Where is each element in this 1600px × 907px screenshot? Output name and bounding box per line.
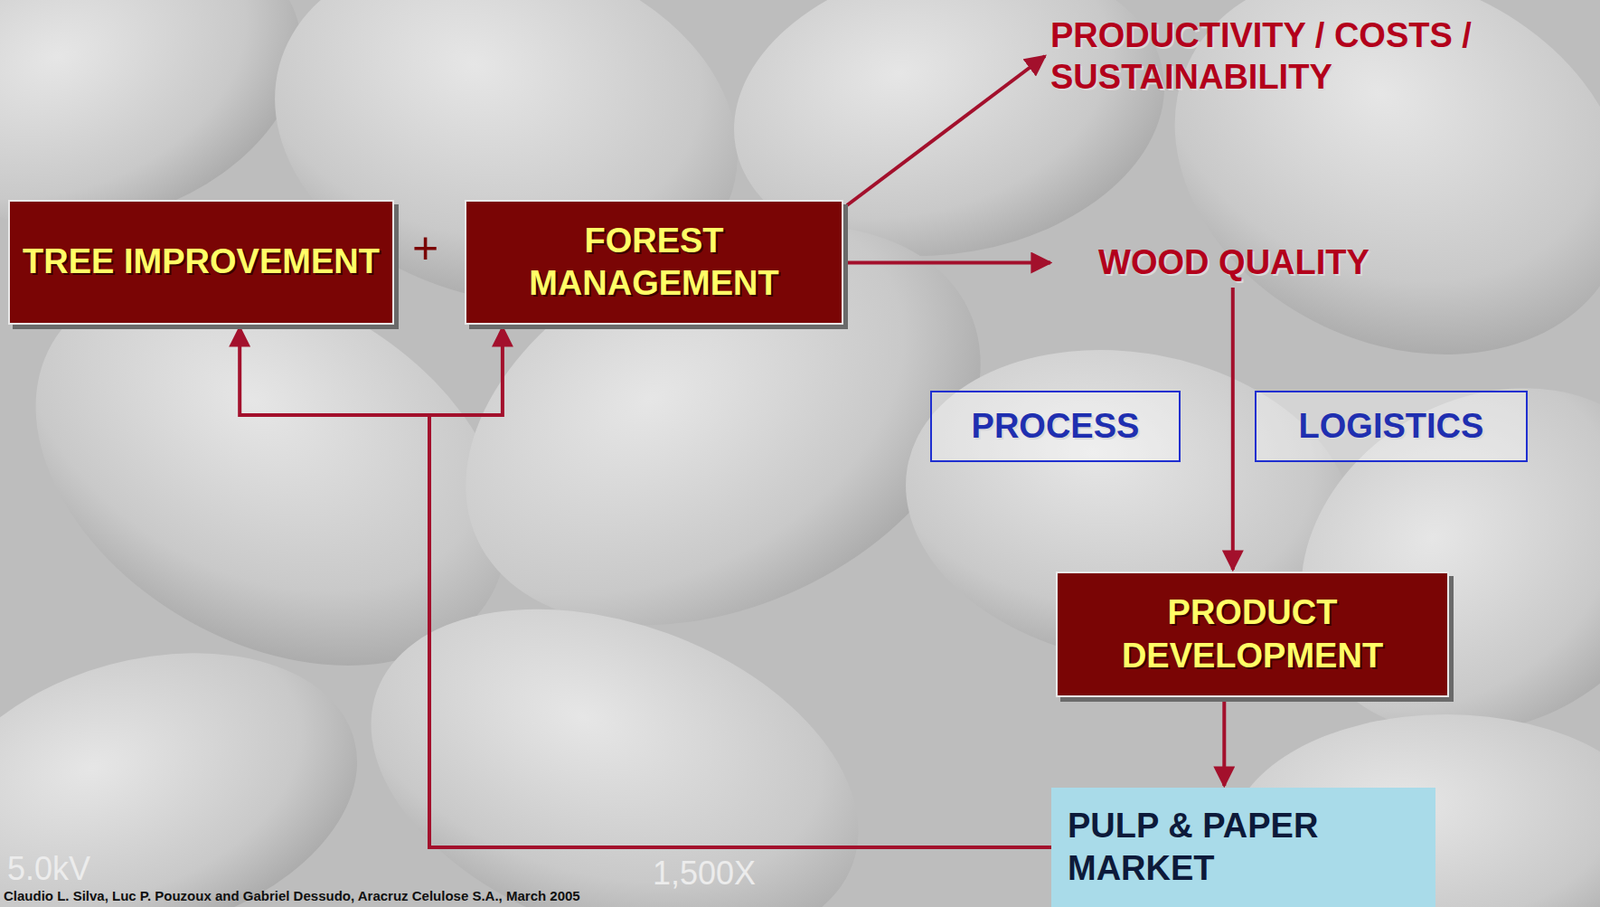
sem-watermark: 1,500X — [652, 854, 756, 893]
node-text: LOGISTICS — [1298, 406, 1485, 446]
node-text: TREE IMPROVEMENT — [22, 240, 380, 284]
market-box: PULP & PAPER MARKET — [1051, 787, 1436, 907]
flow-arrow — [847, 56, 1045, 206]
node-text: FOREST MANAGEMENT — [466, 219, 842, 306]
flow-arrow — [1222, 698, 1226, 786]
process-box: TREE IMPROVEMENT — [8, 199, 395, 325]
process-box: FOREST MANAGEMENT — [464, 199, 844, 325]
node-text: PULP & PAPER MARKET — [1067, 804, 1436, 891]
flow-arrow — [1231, 287, 1235, 570]
flow-arrow — [847, 261, 1051, 265]
plus-sign: + — [412, 221, 439, 274]
node-text: WOOD QUALITY — [1098, 241, 1370, 283]
factor-box: LOGISTICS — [1254, 390, 1528, 462]
outcome-text: PRODUCTIVITY / COSTS / SUSTAINABILITY — [1050, 9, 1595, 103]
factor-box: PROCESS — [930, 390, 1181, 462]
outcome-text: WOOD QUALITY — [1061, 239, 1407, 286]
node-text: PROCESS — [971, 406, 1140, 446]
process-box: PRODUCT DEVELOPMENT — [1055, 571, 1450, 697]
node-text: PRODUCT DEVELOPMENT — [1057, 591, 1448, 678]
node-text: PRODUCTIVITY / COSTS / SUSTAINABILITY — [1050, 14, 1595, 99]
credit-note: Claudio L. Silva, Luc P. Pouzoux and Gab… — [3, 887, 581, 904]
sem-watermark: 5.0kV — [7, 849, 91, 888]
